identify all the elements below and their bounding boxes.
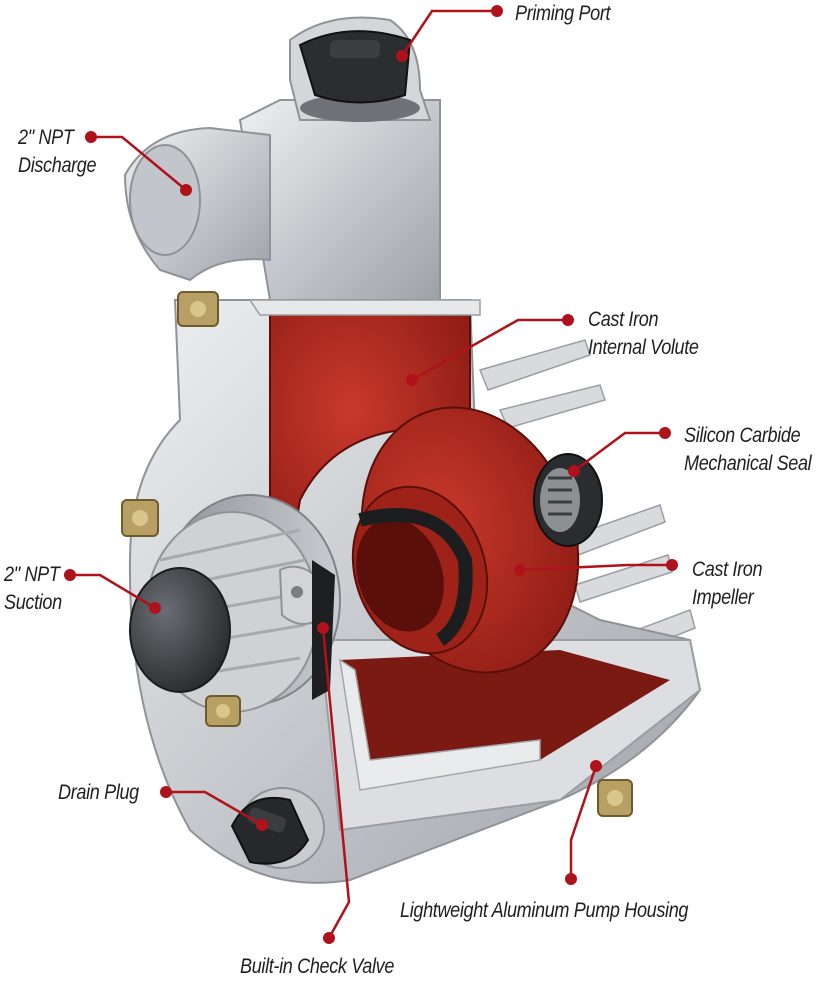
- label-impeller: Cast Iron Impeller: [692, 556, 763, 612]
- dot-priming-port-target: [396, 50, 408, 62]
- dot-seal-label: [659, 427, 671, 439]
- dot-impeller-target: [514, 564, 526, 576]
- dot-seal-target: [568, 465, 580, 477]
- check-valve-gasket: [358, 508, 473, 646]
- label-priming-port: Priming Port: [515, 0, 611, 28]
- label-mechanical-seal: Silicon Carbide Mechanical Seal: [684, 422, 812, 478]
- priming-port-cap: [298, 30, 420, 122]
- dot-discharge-label: [85, 131, 97, 143]
- label-line: Discharge: [18, 154, 97, 177]
- label-check-valve: Built-in Check Valve: [240, 953, 394, 981]
- label-pump-housing: Lightweight Aluminum Pump Housing: [400, 897, 688, 925]
- dot-drain-plug-target: [256, 819, 268, 831]
- dot-housing-label: [565, 873, 577, 885]
- label-line: Cast Iron: [692, 558, 763, 581]
- drain-plug: [230, 787, 325, 869]
- suction-flange: [121, 494, 341, 727]
- label-line: Internal Volute: [588, 336, 699, 359]
- leader-check-valve: [321, 627, 351, 939]
- dot-discharge-target: [180, 184, 192, 196]
- label-line: Lightweight Aluminum Pump Housing: [400, 899, 689, 922]
- leader-suction: [70, 573, 156, 610]
- dot-drain-plug-label: [160, 786, 172, 798]
- leader-pump-housing: [569, 765, 598, 879]
- label-line: Built-in Check Valve: [240, 955, 395, 978]
- label-suction: 2" NPT Suction: [4, 561, 62, 617]
- label-line: Drain Plug: [58, 781, 139, 804]
- label-line: 2" NPT: [18, 126, 74, 149]
- dot-check-valve-target: [317, 622, 329, 634]
- internal-volute: [248, 299, 481, 563]
- dot-check-valve-label: [323, 932, 335, 944]
- dot-housing-target: [590, 760, 602, 772]
- impeller: [351, 406, 580, 674]
- label-line: Mechanical Seal: [684, 452, 812, 475]
- dot-volute-target: [406, 374, 418, 386]
- leader-drain-plug: [166, 790, 263, 827]
- leader-mechanical-seal: [573, 431, 665, 473]
- dot-priming-port-label: [491, 5, 503, 17]
- leader-impeller: [519, 563, 672, 572]
- dot-suction-label: [64, 569, 76, 581]
- mechanical-seal: [533, 453, 603, 547]
- label-drain-plug: Drain Plug: [58, 779, 139, 807]
- leader-internal-volute: [411, 318, 568, 382]
- label-line: Impeller: [692, 586, 754, 609]
- label-line: Suction: [4, 591, 62, 614]
- label-internal-volute: Cast Iron Internal Volute: [588, 306, 699, 362]
- dot-impeller-label: [666, 559, 678, 571]
- label-line: 2" NPT: [4, 563, 60, 586]
- label-discharge: 2" NPT Discharge: [18, 124, 97, 180]
- label-line: Priming Port: [515, 2, 611, 25]
- dot-suction-target: [149, 602, 161, 614]
- leader-priming-port: [400, 9, 497, 57]
- leader-discharge: [91, 135, 187, 191]
- callout-dots: [64, 5, 678, 944]
- label-line: Cast Iron: [588, 308, 659, 331]
- dot-volute-label: [562, 314, 574, 326]
- housing-bolt: [597, 779, 633, 817]
- label-line: Silicon Carbide: [684, 424, 801, 447]
- callout-leaders: [70, 9, 672, 939]
